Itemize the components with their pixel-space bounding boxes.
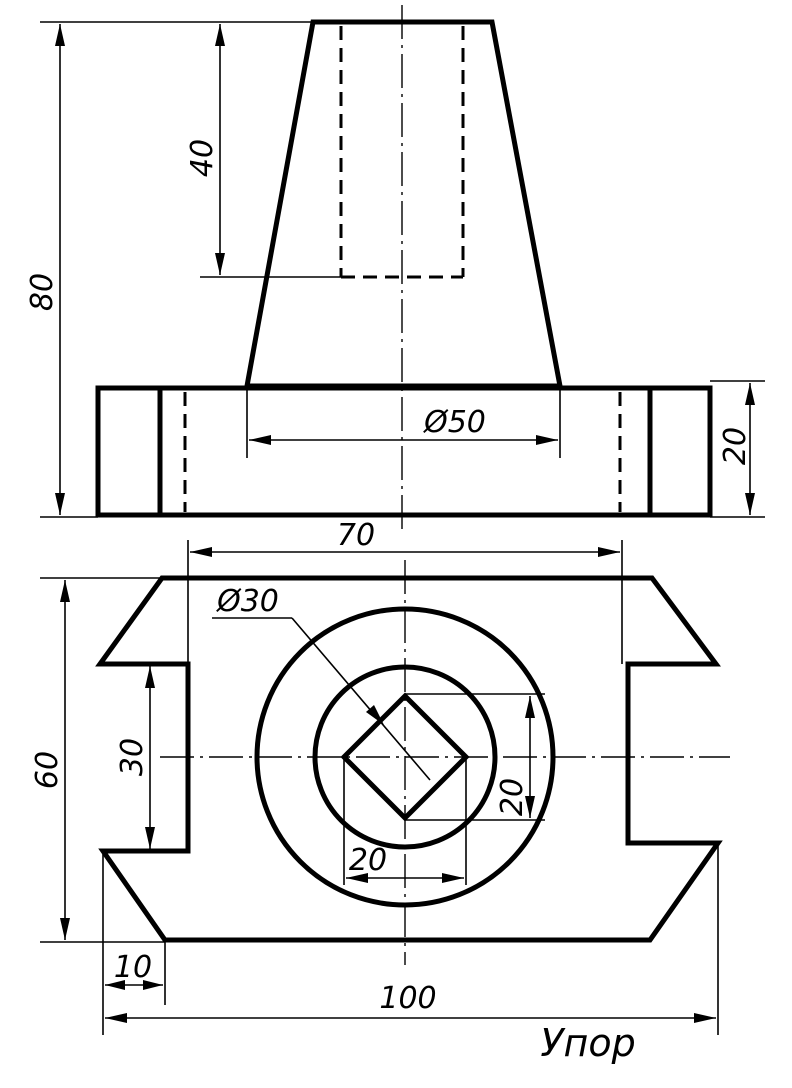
- arrow-60-bottom: [60, 918, 70, 940]
- label-60: 60: [30, 751, 65, 789]
- arrow-d30: [366, 705, 384, 725]
- arrow-20v-bottom: [525, 796, 535, 818]
- arrow-40-bottom: [215, 253, 225, 275]
- arrow-30-bottom: [145, 827, 155, 849]
- leader-d30-diagonal: [291, 617, 431, 781]
- label-d50: Ø50: [422, 405, 486, 440]
- arrow-20v-top: [525, 696, 535, 718]
- front-view: [95, 5, 713, 535]
- label-20-sq-h: 20: [349, 843, 387, 878]
- arrow-40-top: [215, 24, 225, 46]
- arrow-20f-top: [745, 383, 755, 405]
- label-70: 70: [337, 518, 375, 553]
- label-100: 100: [379, 981, 436, 1016]
- label-30: 30: [115, 738, 150, 776]
- drawing-title: Упор: [540, 1021, 635, 1065]
- arrow-d50-right: [536, 435, 558, 445]
- arrow-100-left: [105, 1013, 127, 1023]
- arrow-70-left: [190, 547, 212, 557]
- arrow-10-left: [105, 980, 125, 990]
- arrow-80-bottom: [55, 493, 65, 515]
- arrow-30-top: [145, 666, 155, 688]
- arrow-60-top: [60, 580, 70, 602]
- label-40: 40: [185, 139, 220, 177]
- arrow-100-right: [694, 1013, 716, 1023]
- arrow-d50-left: [249, 435, 271, 445]
- label-80: 80: [25, 273, 60, 311]
- arrow-70-right: [598, 547, 620, 557]
- frustum-outline: [244, 19, 564, 389]
- label-20-sq-v: 20: [495, 778, 530, 816]
- label-20-flange: 20: [718, 427, 753, 465]
- label-d30: Ø30: [215, 584, 279, 619]
- arrow-20h-right: [442, 873, 464, 883]
- label-10: 10: [114, 950, 152, 985]
- arrow-10-right: [143, 980, 163, 990]
- plan-outline: [95, 575, 723, 943]
- dimension-lines: [40, 21, 765, 1035]
- arrow-80-top: [55, 24, 65, 46]
- arrow-20f-bottom: [745, 493, 755, 515]
- arrow-20h-left: [346, 873, 368, 883]
- flange-outline: [95, 385, 713, 518]
- dimension-labels: 80 40 Ø50 20 70 60 30 Ø30 20 20 10 100 У…: [25, 139, 753, 1065]
